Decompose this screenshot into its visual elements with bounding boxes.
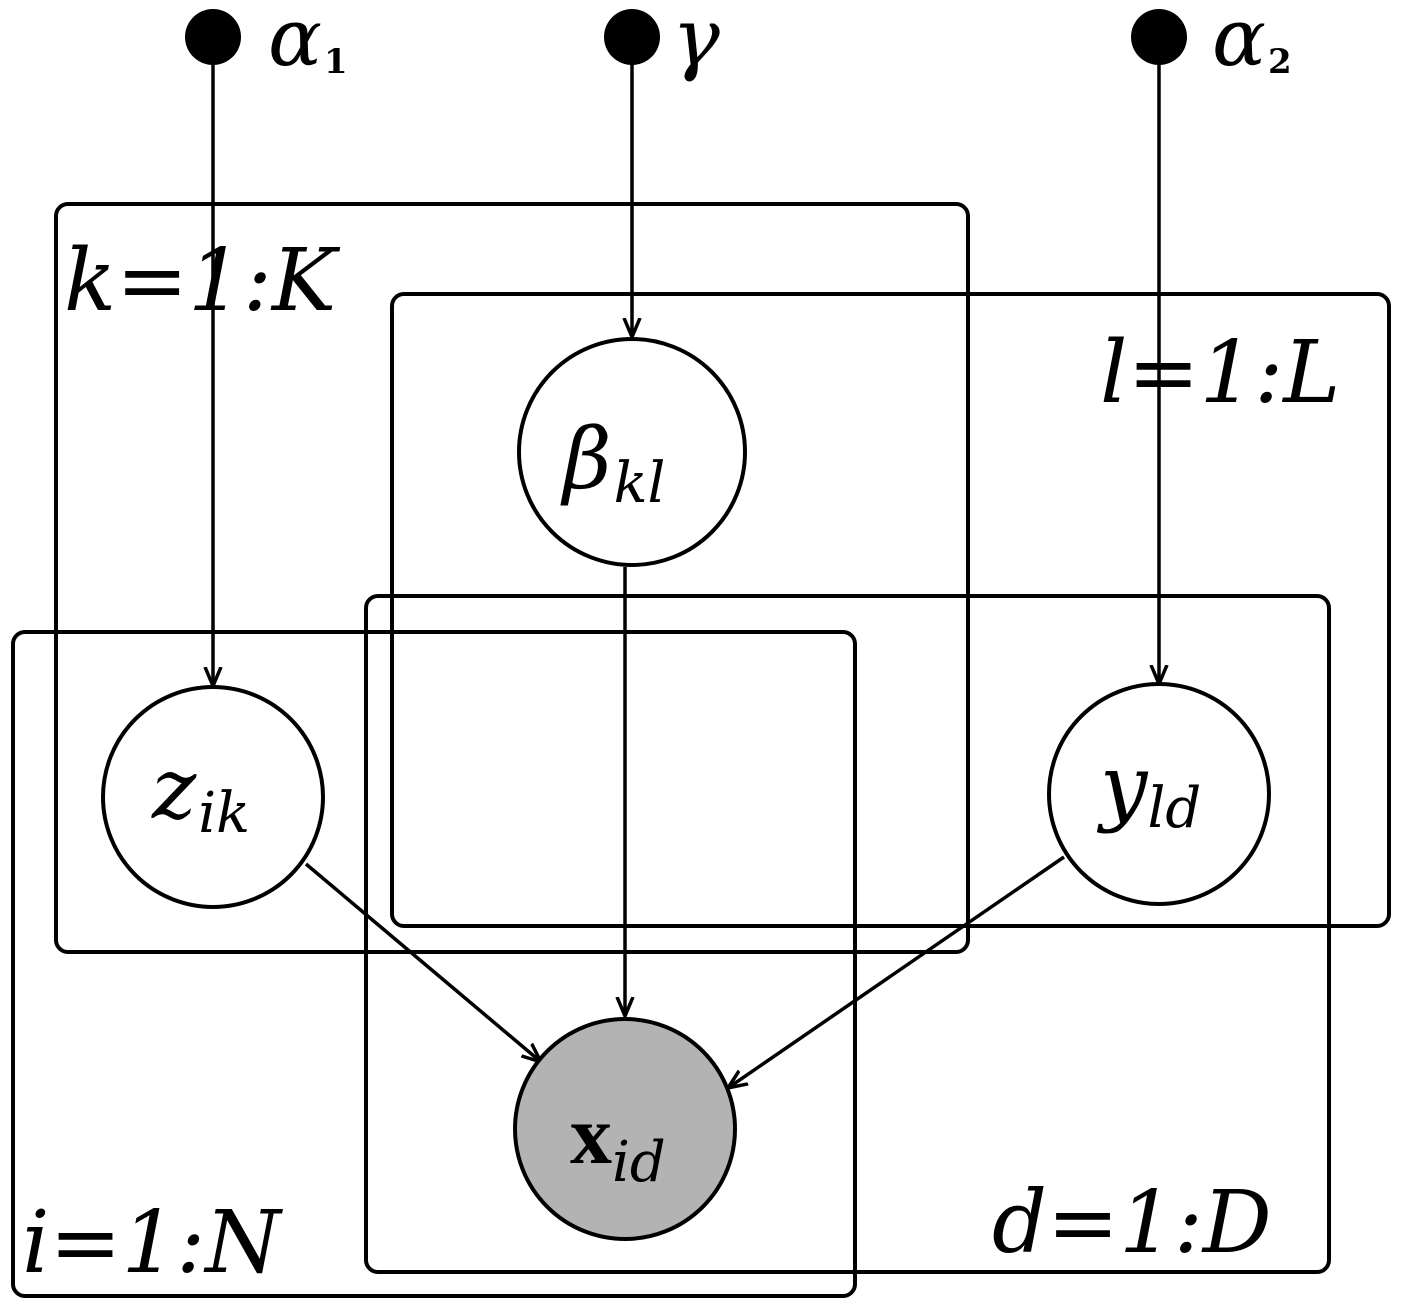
plate-label-i: i=1:N — [22, 1193, 283, 1293]
hyper-dot-alpha2 — [1131, 9, 1187, 65]
node-label-x: xid — [570, 1089, 666, 1195]
node-beta — [517, 337, 747, 567]
node-z — [101, 685, 325, 909]
hyper-label-gamma: γ — [672, 0, 720, 84]
plate-label-l: l=1:L — [1100, 323, 1340, 423]
node-label-z: zik — [151, 740, 250, 846]
hyper-label-alpha2: α2 — [1212, 0, 1292, 84]
plate-label-d: d=1:D — [992, 1173, 1272, 1273]
hyper-dot-gamma — [604, 9, 660, 65]
plate-l — [390, 292, 1391, 928]
edge-y-to-x — [728, 855, 1065, 1088]
hyper-dot-alpha1 — [185, 9, 241, 65]
hyper-label-alpha1: α1 — [268, 0, 348, 84]
node-y — [1047, 682, 1271, 906]
node-label-y: yld — [1096, 737, 1201, 841]
plate-d — [364, 594, 1331, 1274]
node-x — [513, 1017, 737, 1241]
edge-z-to-x — [304, 862, 541, 1062]
plate-label-k: k=1:K — [64, 231, 341, 331]
node-label-beta: βkl — [560, 410, 665, 516]
plate-i — [11, 630, 857, 1298]
plate-k — [54, 202, 970, 954]
